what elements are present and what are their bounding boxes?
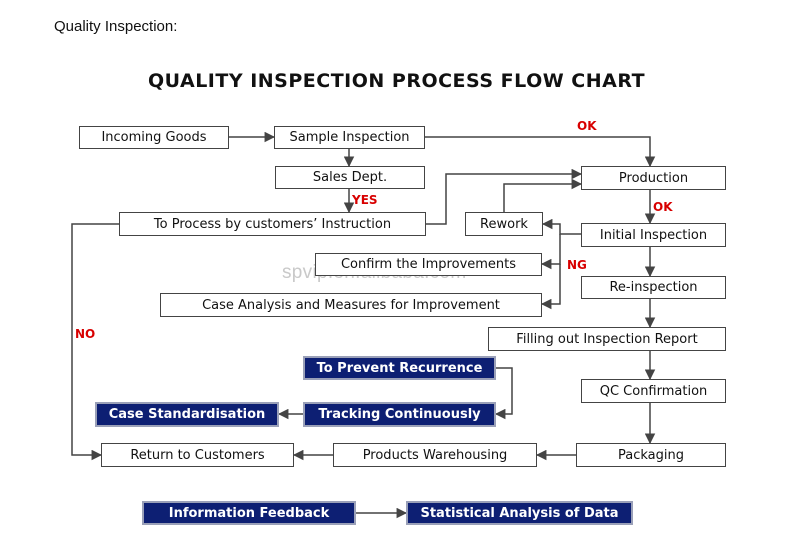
- edge-prevent-to-tracking: [494, 367, 513, 420]
- node-tracking-continuously: Tracking Continuously: [303, 402, 496, 427]
- node-re-inspection: Re-inspection: [581, 276, 726, 299]
- label-ng: NG: [567, 258, 587, 272]
- node-to-process: To Process by customers’ Instruction: [119, 212, 426, 236]
- edge-initial-to-case: [540, 264, 561, 310]
- node-prevent-recurrence: To Prevent Recurrence: [303, 356, 496, 380]
- node-information-feedback: Information Feedback: [142, 501, 356, 525]
- label-ok-initial: OK: [653, 200, 673, 214]
- chart-title: QUALITY INSPECTION PROCESS FLOW CHART: [148, 70, 646, 92]
- node-sales-dept: Sales Dept.: [275, 166, 425, 189]
- page-heading: Quality Inspection:: [54, 18, 178, 35]
- node-return-customers: Return to Customers: [101, 443, 294, 467]
- node-confirm-improvements: Confirm the Improvements: [315, 253, 542, 276]
- node-sample-inspection: Sample Inspection: [274, 126, 425, 149]
- label-ok-production: OK: [577, 119, 597, 133]
- edge-process-to-return: [71, 223, 119, 461]
- node-products-warehousing: Products Warehousing: [333, 443, 537, 467]
- node-packaging: Packaging: [576, 443, 726, 467]
- node-initial-inspection: Initial Inspection: [581, 223, 726, 247]
- node-production: Production: [581, 166, 726, 190]
- label-no: NO: [75, 327, 96, 341]
- node-incoming-goods: Incoming Goods: [79, 126, 229, 149]
- edge-rework-to-production: [503, 178, 583, 212]
- edge-sample-to-production: [425, 136, 656, 168]
- node-filling-report: Filling out Inspection Report: [488, 327, 726, 351]
- node-rework: Rework: [465, 212, 543, 236]
- node-case-analysis: Case Analysis and Measures for Improveme…: [160, 293, 542, 317]
- label-yes: YES: [352, 193, 378, 207]
- node-qc-confirmation: QC Confirmation: [581, 379, 726, 403]
- edge-process-to-production: [426, 168, 583, 225]
- node-statistical-analysis: Statistical Analysis of Data: [406, 501, 633, 525]
- node-case-standardisation: Case Standardisation: [95, 402, 279, 427]
- edge-initial-to-confirm: [540, 234, 561, 270]
- edge-initial-to-rework: [541, 218, 581, 235]
